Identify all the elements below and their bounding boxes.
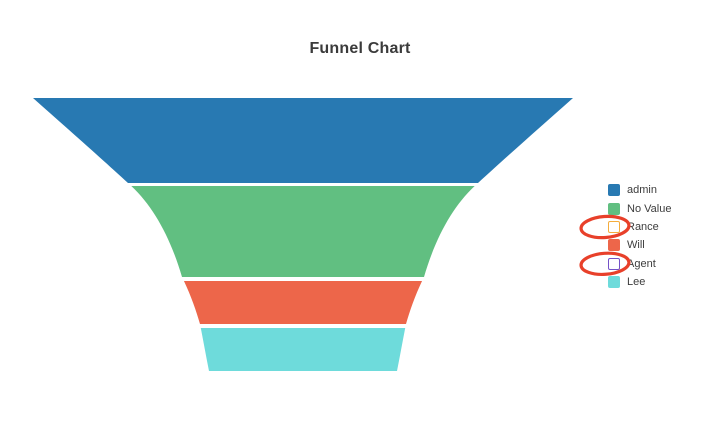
legend-label-no-value: No Value — [627, 202, 672, 215]
funnel-segment-lee[interactable] — [33, 98, 573, 371]
legend-label-agent: Agent — [627, 257, 656, 270]
legend-swatch-rance — [608, 220, 620, 233]
funnel-segment-no-value[interactable] — [33, 98, 573, 371]
legend-swatch-lee — [608, 276, 620, 289]
legend-label-lee: Lee — [627, 276, 646, 289]
legend-item-lee[interactable]: Lee — [608, 273, 671, 291]
legend-item-rance[interactable]: Rance — [608, 218, 671, 236]
legend-label-rance: Rance — [627, 220, 659, 233]
legend-item-will[interactable]: Will — [608, 236, 671, 254]
funnel-bands-group — [33, 98, 573, 371]
funnel-segment-will[interactable] — [33, 98, 573, 371]
legend-label-will: Will — [627, 239, 645, 252]
legend-item-no-value[interactable]: No Value — [608, 199, 671, 217]
legend-label-admin: admin — [627, 184, 657, 197]
legend-swatch-agent — [608, 257, 620, 270]
legend-item-admin[interactable]: admin — [608, 181, 671, 199]
funnel-segment-admin[interactable] — [33, 98, 573, 371]
legend-swatch-will — [608, 239, 620, 252]
chart-title: Funnel Chart — [309, 40, 411, 57]
legend-swatch-no-value — [608, 202, 620, 215]
legend-item-agent[interactable]: Agent — [608, 255, 671, 273]
legend-swatch-admin — [608, 184, 620, 197]
